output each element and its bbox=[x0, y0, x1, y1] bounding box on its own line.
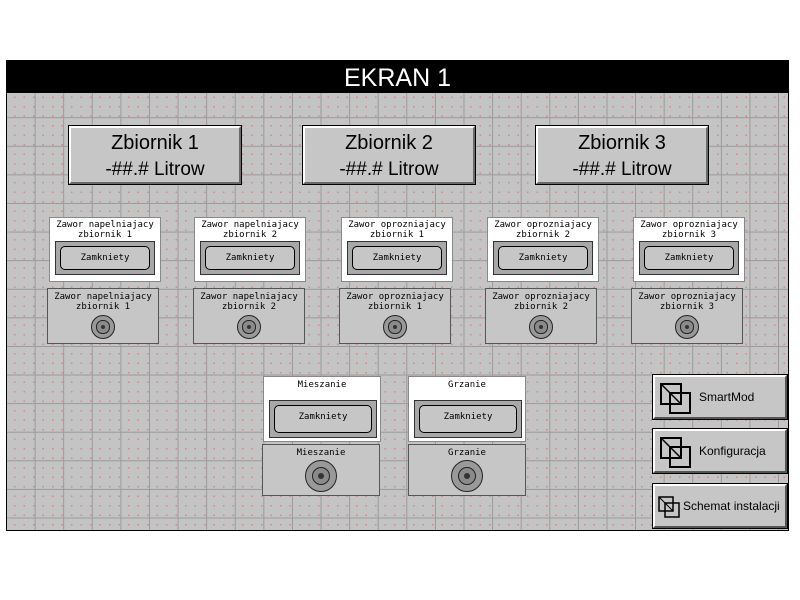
konfiguracja-label: Konfiguracja bbox=[699, 444, 766, 458]
knob-icon bbox=[451, 460, 483, 492]
knob-icon bbox=[237, 315, 261, 339]
konfiguracja-button[interactable]: Konfiguracja bbox=[652, 428, 788, 474]
valve-drain-2-control: Zawor oprozniajacy zbiornik 2 Zamkniety bbox=[487, 217, 599, 282]
tank-level: -##.# Litrow bbox=[339, 159, 439, 180]
window-icon bbox=[660, 383, 691, 414]
schemat-instalacji-button[interactable]: Schemat instalacji bbox=[652, 483, 788, 529]
valve-fill-1-indicator: Zawor napelniajacy zbiornik 1 bbox=[47, 288, 159, 344]
valve-drain-1-indicator: Zawor oprozniajacy zbiornik 1 bbox=[339, 288, 451, 344]
valve-label: Zawor napelniajacy zbiornik 2 bbox=[201, 220, 299, 240]
knob-icon bbox=[383, 315, 407, 339]
valve-drain-3-control: Zawor oprozniajacy zbiornik 3 Zamkniety bbox=[633, 217, 745, 282]
valve-drain-3-button[interactable]: Zamkniety bbox=[644, 246, 734, 270]
indicator-label: Zawor napelniajacy zbiornik 2 bbox=[200, 292, 298, 312]
mixer-button[interactable]: Zamkniety bbox=[274, 405, 372, 433]
window-icon bbox=[658, 496, 680, 518]
mixer-label: Mieszanie bbox=[297, 380, 347, 390]
tank-level: -##.# Litrow bbox=[105, 159, 205, 180]
knob-icon bbox=[91, 315, 115, 339]
tank-1-display: Zbiornik 1 -##.# Litrow bbox=[68, 125, 242, 185]
valve-fill-1-control: Zawor napelniajacy zbiornik 1 Zamkniety bbox=[49, 217, 161, 282]
screen-title: EKRAN 1 bbox=[7, 61, 788, 93]
valve-drain-3-indicator: Zawor oprozniajacy zbiornik 3 bbox=[631, 288, 743, 344]
knob-icon bbox=[305, 460, 337, 492]
schemat-instalacji-label: Schemat instalacji bbox=[683, 499, 780, 513]
tank-level: -##.# Litrow bbox=[572, 159, 672, 180]
tank-name: Zbiornik 1 bbox=[111, 132, 199, 154]
valve-fill-2-indicator: Zawor napelniajacy zbiornik 2 bbox=[193, 288, 305, 344]
valve-label: Zawor oprozniajacy zbiornik 1 bbox=[348, 220, 446, 240]
mixer-control: Mieszanie Zamkniety bbox=[263, 376, 381, 442]
valve-fill-1-button[interactable]: Zamkniety bbox=[60, 246, 150, 270]
heater-label: Grzanie bbox=[448, 380, 486, 390]
smartmod-button[interactable]: SmartMod bbox=[652, 374, 788, 420]
smartmod-label: SmartMod bbox=[699, 390, 755, 404]
indicator-label: Mieszanie bbox=[296, 448, 346, 458]
mixer-indicator: Mieszanie bbox=[262, 444, 380, 496]
valve-fill-2-control: Zawor napelniajacy zbiornik 2 Zamkniety bbox=[194, 217, 306, 282]
tank-2-display: Zbiornik 2 -##.# Litrow bbox=[302, 125, 476, 185]
indicator-label: Zawor oprozniajacy zbiornik 1 bbox=[346, 292, 444, 312]
indicator-label: Zawor oprozniajacy zbiornik 2 bbox=[492, 292, 590, 312]
indicator-label: Zawor napelniajacy zbiornik 1 bbox=[54, 292, 152, 312]
heater-control: Grzanie Zamkniety bbox=[408, 376, 526, 442]
indicator-label: Zawor oprozniajacy zbiornik 3 bbox=[638, 292, 736, 312]
valve-label: Zawor oprozniajacy zbiornik 2 bbox=[494, 220, 592, 240]
valve-drain-1-control: Zawor oprozniajacy zbiornik 1 Zamkniety bbox=[341, 217, 453, 282]
knob-icon bbox=[675, 315, 699, 339]
tank-name: Zbiornik 3 bbox=[578, 132, 666, 154]
hmi-screen: EKRAN 1 Zbiornik 1 -##.# Litrow Zbiornik… bbox=[6, 60, 789, 531]
indicator-label: Grzanie bbox=[448, 448, 486, 458]
valve-fill-2-button[interactable]: Zamkniety bbox=[205, 246, 295, 270]
valve-label: Zawor oprozniajacy zbiornik 3 bbox=[640, 220, 738, 240]
heater-indicator: Grzanie bbox=[408, 444, 526, 496]
heater-button[interactable]: Zamkniety bbox=[419, 405, 517, 433]
valve-drain-1-button[interactable]: Zamkniety bbox=[352, 246, 442, 270]
valve-drain-2-button[interactable]: Zamkniety bbox=[498, 246, 588, 270]
valve-drain-2-indicator: Zawor oprozniajacy zbiornik 2 bbox=[485, 288, 597, 344]
tank-name: Zbiornik 2 bbox=[345, 132, 433, 154]
valve-label: Zawor napelniajacy zbiornik 1 bbox=[56, 220, 154, 240]
window-icon bbox=[660, 437, 691, 468]
knob-icon bbox=[529, 315, 553, 339]
tank-3-display: Zbiornik 3 -##.# Litrow bbox=[535, 125, 709, 185]
